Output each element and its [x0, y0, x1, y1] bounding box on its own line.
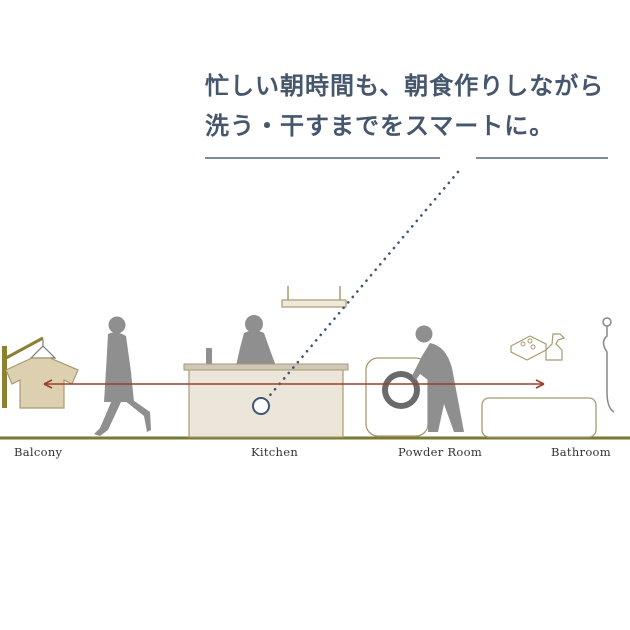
person-laundry-icon [412, 325, 464, 432]
room-label-bathroom: Bathroom [551, 445, 611, 459]
person-cooking-icon [206, 315, 276, 366]
room-label-balcony: Balcony [14, 445, 63, 459]
headline: 忙しい朝時間も、朝食作りしながら 洗う・干すまでをスマートに。 [205, 66, 625, 146]
room-label-kitchen: Kitchen [251, 445, 299, 459]
kitchen-marker-circle [252, 397, 270, 415]
shower-icon [602, 317, 615, 413]
spray-bottle-icon [545, 333, 566, 361]
headline-line-2: 洗う・干すまでをスマートに。 [205, 112, 555, 140]
room-label-powder-room: Powder Room [398, 445, 483, 459]
bathtub-icon [481, 397, 597, 438]
soap-icon [509, 335, 548, 361]
range-hood-icon [281, 286, 347, 308]
person-walking-icon [94, 316, 151, 436]
shirt-on-hanger-icon [2, 336, 79, 409]
circulation-arrow [43, 379, 545, 389]
washing-machine-icon [365, 357, 429, 437]
dotted-leader-line [264, 170, 460, 402]
headline-line-1: 忙しい朝時間も、朝食作りしながら [205, 72, 605, 100]
